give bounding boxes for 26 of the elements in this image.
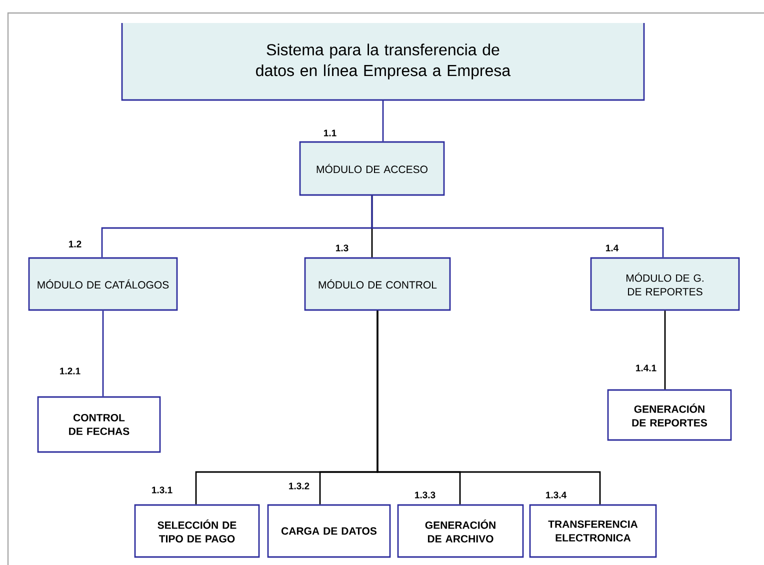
connector-line <box>664 310 666 390</box>
module-box: MÓDULO DE CATÁLOGOS <box>28 257 178 311</box>
module-box: MÓDULO DE G. DE REPORTES <box>590 257 740 311</box>
module-box: MÓDULO DE ACCESO <box>299 141 445 196</box>
module-box: MÓDULO DE CONTROL <box>304 257 451 311</box>
function-box: GENERACIÓN DE ARCHIVO <box>397 504 524 558</box>
item-number: 1.3.1 <box>152 486 172 494</box>
function-box: TRANSFERENCIA ELECTRONICA <box>529 504 657 558</box>
item-number: 1.2 <box>69 240 82 248</box>
connector-line <box>376 310 601 504</box>
connector-line <box>382 100 384 142</box>
item-number: 1.3 <box>336 244 348 252</box>
item-number: 1.3.3 <box>415 492 436 498</box>
connector-line <box>371 196 664 258</box>
title-box: Sistema para la transferencia de datos en línea Empresa a Empresa <box>121 23 645 101</box>
function-box: SELECCIÓN DE TIPO DE PAGO <box>134 504 260 558</box>
item-number: 1.4.1 <box>636 364 656 372</box>
item-number: 1.3.2 <box>289 482 310 490</box>
item-number: 1.1 <box>324 130 336 136</box>
function-box: CONTROL DE FECHAS <box>37 396 161 453</box>
item-number: 1.4 <box>606 244 619 252</box>
function-box: GENERACIÓN DE REPORTES <box>607 389 732 441</box>
connector-line <box>102 310 104 396</box>
item-number: 1.3.4 <box>546 492 567 498</box>
function-box: CARGA DE DATOS <box>267 504 391 558</box>
item-number: 1.2.1 <box>60 368 80 374</box>
